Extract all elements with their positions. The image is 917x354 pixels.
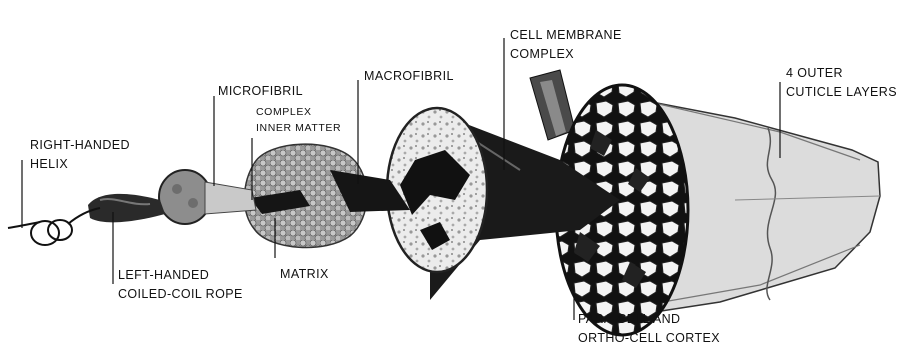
cell-membrane-sheet [530,70,575,140]
matrix-blob [244,144,410,247]
macrofibril-disc [387,108,487,272]
label-matrix: MATRIX [280,265,329,284]
microfibril-disc [159,170,256,224]
label-macrofibril: MACROFIBRIL [364,67,454,86]
label-microfibril: MICROFIBRIL [218,82,303,101]
